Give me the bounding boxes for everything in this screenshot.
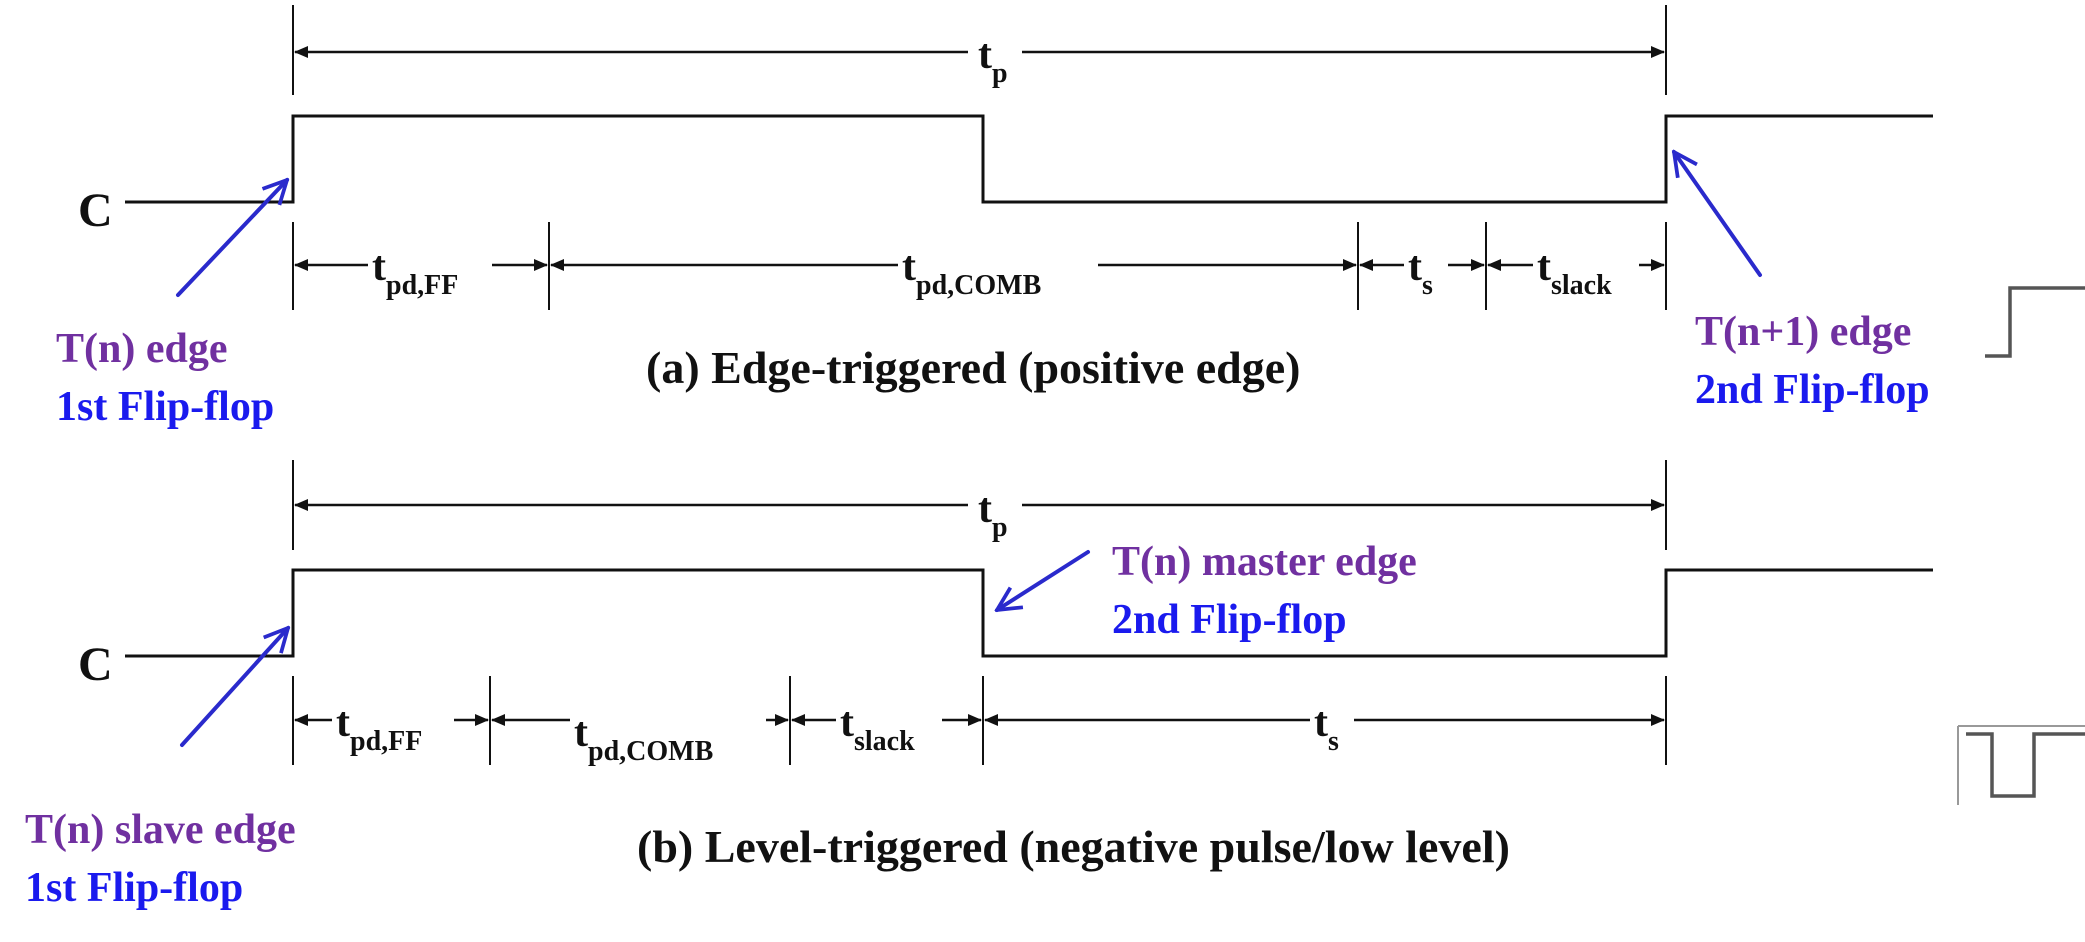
segment-label-tpd-ff: tpd,FF bbox=[336, 700, 422, 757]
left-edge-pointer-arrow bbox=[176, 180, 287, 297]
master-edge-label: T(n) master edge bbox=[1112, 539, 1417, 585]
clock-signal-label: C bbox=[78, 184, 113, 237]
slave-edge-pointer-arrow bbox=[180, 628, 288, 747]
period-label-mask bbox=[968, 28, 1022, 90]
left-edge-label: T(n) edge bbox=[56, 326, 228, 372]
clock-signal-label: C bbox=[78, 638, 113, 691]
segment-label-tpd-comb: tpd,COMB bbox=[574, 710, 713, 767]
panel-a-edge-triggered: tp C tpd,FF tpd,COMB ts tslack T(n) edge… bbox=[56, 5, 2085, 430]
period-label: tp bbox=[978, 486, 1008, 543]
segment-label-ts: ts bbox=[1408, 244, 1433, 301]
right-edge-label: T(n+1) edge bbox=[1695, 309, 1911, 355]
left-flipflop-label: 1st Flip-flop bbox=[56, 384, 274, 430]
rising-edge-icon bbox=[1985, 286, 2085, 358]
segment-label-tslack: tslack bbox=[1537, 244, 1612, 301]
negative-pulse-icon bbox=[1966, 732, 2085, 798]
master-edge-pointer-arrow bbox=[997, 550, 1090, 610]
panel-a-caption: (a) Edge-triggered (positive edge) bbox=[646, 342, 1301, 393]
panel-b-level-triggered: tp C tpd,FF tpd,COMB tslack ts T(n) mast… bbox=[25, 460, 2085, 911]
segment-label-tpd-comb: tpd,COMB bbox=[902, 244, 1041, 301]
period-label: tp bbox=[978, 32, 1008, 89]
right-flipflop-label: 2nd Flip-flop bbox=[1695, 367, 1930, 413]
segment-label-ts: ts bbox=[1314, 700, 1339, 757]
segment-label-tpd-ff: tpd,FF bbox=[372, 244, 458, 301]
panel-b-caption: (b) Level-triggered (negative pulse/low … bbox=[637, 821, 1510, 872]
right-edge-pointer-arrow bbox=[1674, 152, 1762, 277]
slave-edge-label: T(n) slave edge bbox=[25, 807, 296, 853]
segment-label-tslack: tslack bbox=[840, 700, 915, 757]
master-flipflop-label: 2nd Flip-flop bbox=[1112, 597, 1347, 643]
clock-waveform bbox=[125, 568, 1933, 658]
slave-flipflop-label: 1st Flip-flop bbox=[25, 865, 243, 911]
clock-waveform bbox=[125, 114, 1933, 204]
